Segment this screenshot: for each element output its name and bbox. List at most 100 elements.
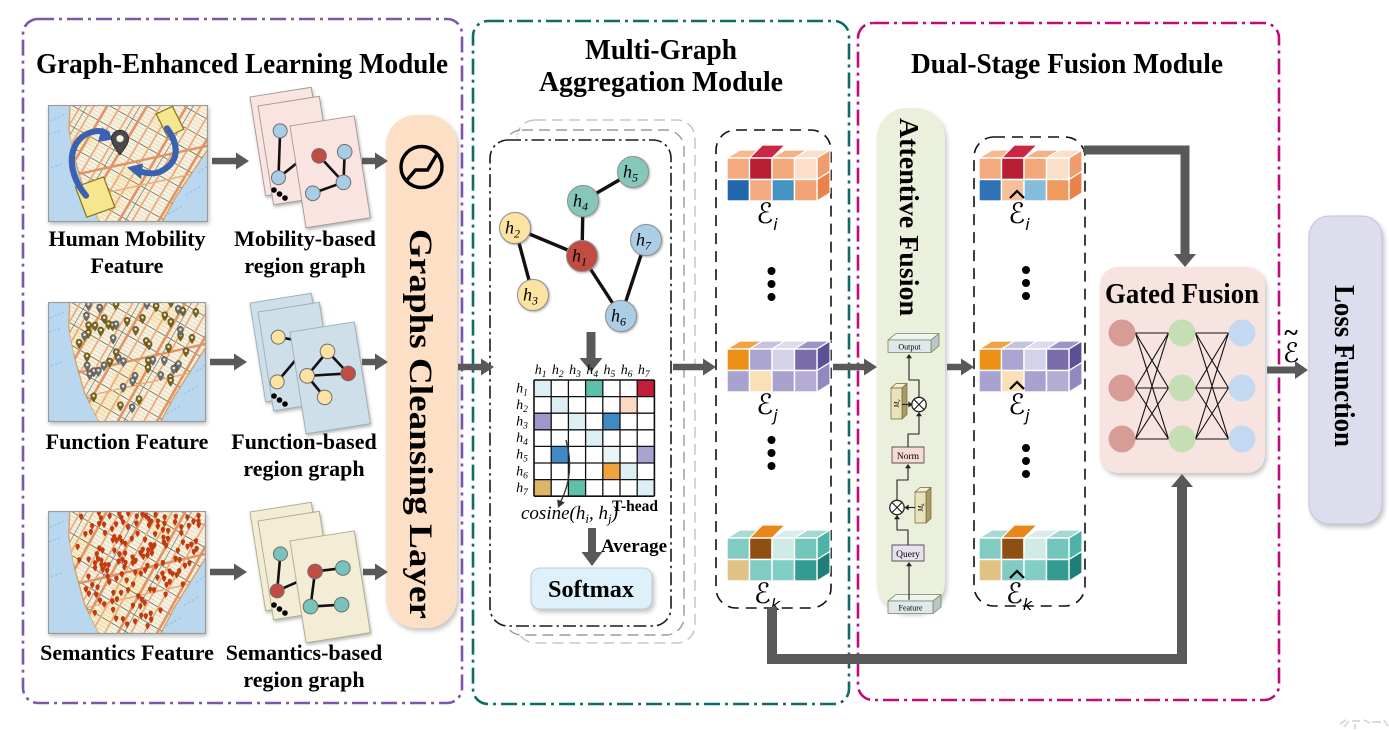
semantic-poi-dot <box>114 575 119 583</box>
poi-pin-icon <box>96 303 103 314</box>
poi-pin-icon <box>188 334 196 345</box>
semantic-poi-dot <box>96 511 102 517</box>
embedding-cell <box>726 348 751 372</box>
arrow-embeddings-to-attentive <box>833 358 877 376</box>
semantic-poi-dot <box>152 542 157 549</box>
connector-embeddings-to-gated-bottom <box>767 474 1193 664</box>
embedding-cell <box>1045 348 1070 372</box>
semantic-poi-dot <box>142 599 147 607</box>
network-edge <box>1195 332 1229 389</box>
matrix-cell <box>551 396 569 414</box>
semantic-poi-dot <box>97 520 102 528</box>
poi-pin-icon <box>145 340 153 351</box>
poi-pin-icon <box>112 302 120 311</box>
semantic-poi-dot <box>97 545 102 552</box>
card-graph-node <box>307 563 323 580</box>
poi-pin-icon <box>167 318 175 329</box>
ellipsis-dot <box>767 293 776 301</box>
card-graph-node <box>311 148 327 164</box>
average-label: Average <box>601 536 667 557</box>
embedding-cell <box>793 558 818 582</box>
semantic-poi-dot <box>125 524 131 531</box>
semantic-poi-dot <box>133 569 138 576</box>
embedding-cell <box>793 537 818 561</box>
embedding-cell <box>1023 369 1048 393</box>
embedding-cell <box>1000 537 1025 561</box>
region-graph-card-stack <box>249 501 371 644</box>
semantic-poi-dot <box>151 587 157 594</box>
attention-output-block: Output <box>887 333 940 353</box>
poi-pin-icon <box>123 316 131 327</box>
network-neuron <box>1168 319 1196 347</box>
semantic-poi-dot <box>111 589 116 597</box>
attention-norm-label: Norm <box>897 452 920 462</box>
graph-label-function-line2: region graph <box>243 456 364 481</box>
panel-multi-graph-aggregation <box>471 19 851 706</box>
attention-query-block: Query <box>891 544 925 562</box>
card-graph-node <box>270 170 286 186</box>
network-neuron <box>1228 374 1256 402</box>
semantic-poi-dot <box>147 586 153 594</box>
matrix-cell <box>637 479 655 497</box>
left-panel-title: Graph-Enhanced Learning Module <box>36 48 448 80</box>
graph-label-mobility-line2: region graph <box>244 253 365 278</box>
card-graph-node <box>302 598 319 615</box>
embedding-cell <box>748 157 773 181</box>
matrix-col-label: h1 <box>535 363 547 380</box>
graph-node-h5: h5 <box>617 156 649 188</box>
semantic-poi-dot <box>83 530 88 538</box>
matrix-cell <box>620 396 638 414</box>
attention-query-label: Query <box>896 550 920 560</box>
semantic-poi-dot <box>94 551 99 558</box>
semantic-poi-dot <box>161 534 166 542</box>
embedding-cell <box>1023 157 1048 181</box>
semantic-poi-dot <box>100 547 105 554</box>
right-panel-title: Dual-Stage Fusion Module <box>911 48 1223 80</box>
mobility-flow-arrow-left <box>68 127 115 199</box>
matrix-cell <box>585 380 603 397</box>
mobility-flow-arrow-right <box>127 125 179 180</box>
hat-embedding-matrix-k: ℰk <box>976 524 1085 614</box>
semantic-poi-dot <box>185 543 190 551</box>
semantic-poi-dot <box>177 556 182 564</box>
semantic-poi-dot <box>167 568 172 575</box>
semantic-poi-dot <box>110 598 115 605</box>
arrow-map-to-graph <box>210 353 247 371</box>
semantic-poi-dot <box>191 548 197 556</box>
semantic-poi-dot <box>95 584 100 591</box>
semantic-poi-dot <box>162 514 167 521</box>
semantic-poi-dot <box>113 521 119 528</box>
region-graph-card-stack <box>249 86 371 229</box>
semantic-poi-dot <box>146 522 152 529</box>
hat-embedding-matrix-j: ℰj <box>976 339 1085 425</box>
embedding-cell <box>1045 537 1070 561</box>
semantic-poi-dot <box>102 562 108 569</box>
embedding-cell <box>1023 178 1048 202</box>
arrow-attentive-to-hat-embeddings <box>947 358 974 376</box>
semantic-poi-dot <box>125 621 130 628</box>
embedding-cell <box>978 537 1003 561</box>
matrix-row-label: h1 <box>516 381 528 398</box>
t-head-label: T-head <box>612 498 658 515</box>
semantic-poi-dot <box>186 522 191 530</box>
matrix-cell <box>551 446 569 463</box>
semantic-poi-dot <box>95 555 101 563</box>
embedding-label: ℰj <box>756 388 778 425</box>
cleansing-activation-icon <box>399 144 444 190</box>
card-graph-node <box>270 329 286 345</box>
poi-pin-icon <box>100 361 108 372</box>
attention-mk-matrix: Mk <box>914 487 932 524</box>
network-neuron <box>1228 425 1256 453</box>
graph-node-h7: h7 <box>630 224 662 256</box>
embedding-cell <box>793 348 818 372</box>
graph-node-h6: h6 <box>605 300 637 332</box>
semantic-poi-dot <box>97 597 103 605</box>
semantic-poi-dot <box>172 519 178 526</box>
semantic-poi-dot <box>92 565 98 572</box>
embedding-cell <box>771 348 796 372</box>
hat-accent <box>1009 569 1025 579</box>
network-neuron <box>1108 319 1136 347</box>
poi-pin-icon <box>128 403 136 414</box>
multiply-icon <box>911 396 927 413</box>
semantic-poi-dot <box>132 618 138 625</box>
